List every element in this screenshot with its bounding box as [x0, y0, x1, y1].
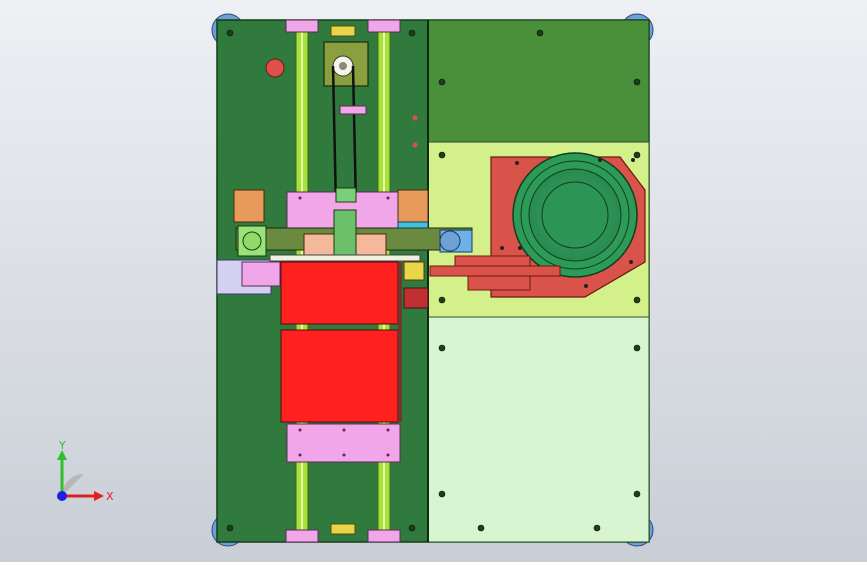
- separator-strip: [269, 254, 421, 262]
- top-right-panel[interactable]: [427, 19, 650, 143]
- x-axis-arrow: [94, 491, 104, 501]
- y-axis-label: Y: [58, 440, 66, 452]
- bottom-right-panel[interactable]: [427, 316, 650, 543]
- panel-screws: [226, 29, 641, 532]
- stopper: [403, 287, 429, 309]
- indicator-lamp: [265, 58, 285, 78]
- axis-triad: Y X: [57, 440, 114, 503]
- red-actuators[interactable]: [280, 261, 402, 423]
- side-clamps: [233, 189, 429, 223]
- triad-arc: [62, 474, 84, 496]
- z-axis-dot: [57, 491, 67, 501]
- small-pins: [412, 115, 418, 148]
- rail-end-blocks: [285, 19, 401, 543]
- side-block-insert: [241, 261, 281, 287]
- sensor-block: [403, 261, 425, 281]
- x-axis-label: X: [106, 490, 114, 503]
- carriage-screws: [298, 196, 390, 457]
- y-axis-arrow: [57, 450, 67, 460]
- bowl-feeder[interactable]: [429, 152, 646, 298]
- belt-drive[interactable]: [323, 41, 369, 209]
